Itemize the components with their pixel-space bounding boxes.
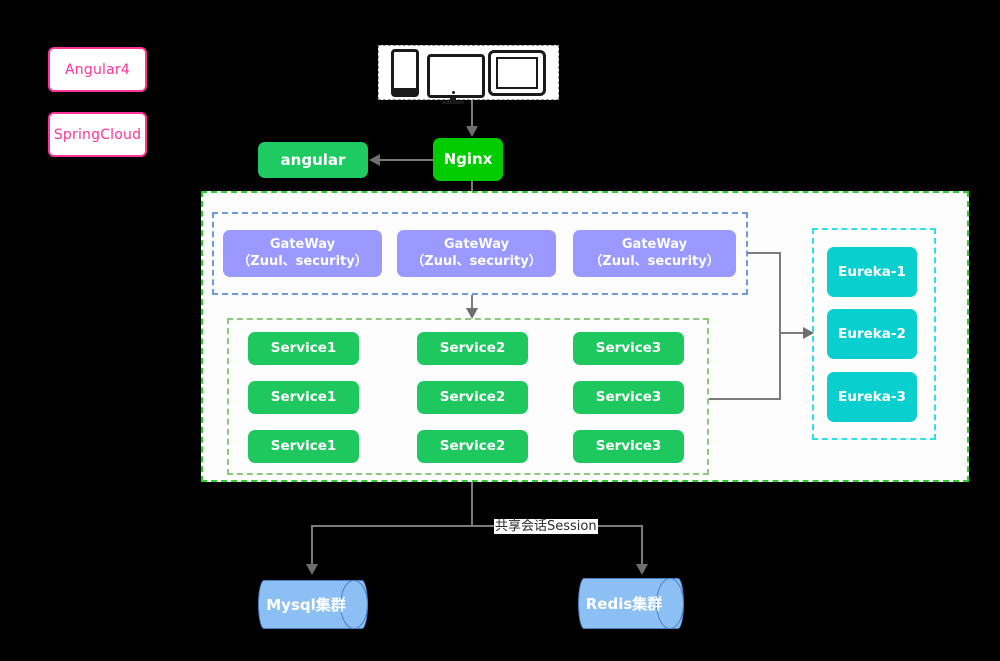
arrow-bus-to-redis xyxy=(636,564,648,575)
edge-bus-to-redis xyxy=(641,525,643,569)
service-label: Service2 xyxy=(439,389,506,406)
node-eureka-1[interactable]: Eureka-1 xyxy=(827,247,917,297)
node-service-r3c2[interactable]: Service2 xyxy=(417,430,528,463)
service-label: Service2 xyxy=(439,340,506,357)
node-nginx-label: Nginx xyxy=(443,150,493,169)
edge-devices-to-nginx xyxy=(471,100,473,128)
gateway-group-container xyxy=(212,212,748,295)
edge-gateway-to-bus xyxy=(748,252,781,254)
edge-services-down xyxy=(471,482,473,526)
node-service-r3c3[interactable]: Service3 xyxy=(573,430,684,463)
service-label: Service1 xyxy=(270,389,337,406)
node-service-r1c2[interactable]: Service2 xyxy=(417,332,528,365)
edge-bottom-bus xyxy=(311,525,642,527)
edge-nginx-to-angular xyxy=(380,159,433,161)
edge-bus-to-mysql xyxy=(311,525,313,569)
node-service-r2c1[interactable]: Service1 xyxy=(248,381,359,414)
node-nginx[interactable]: Nginx xyxy=(433,138,503,181)
gateway-1-subtitle: （Zuul、security） xyxy=(237,253,368,269)
node-service-r2c2[interactable]: Service2 xyxy=(417,381,528,414)
node-angular[interactable]: angular xyxy=(258,142,368,178)
edge-bus-to-eureka xyxy=(779,332,805,334)
node-service-r1c1[interactable]: Service1 xyxy=(248,332,359,365)
gateway-1-title: GateWay xyxy=(269,237,336,253)
eureka-1-label: Eureka-1 xyxy=(838,263,906,280)
eureka-2-label: Eureka-2 xyxy=(838,325,906,342)
arrow-nginx-to-angular xyxy=(369,154,380,166)
arrow-bus-to-mysql xyxy=(306,564,318,575)
edge-bus-vertical xyxy=(779,252,781,399)
gateway-2-subtitle: （Zuul、security） xyxy=(411,253,542,269)
service-label: Service2 xyxy=(439,438,506,455)
service-label: Service1 xyxy=(270,340,337,357)
tablet-icon xyxy=(487,49,546,96)
node-eureka-3[interactable]: Eureka-3 xyxy=(827,372,917,422)
node-service-r1c3[interactable]: Service3 xyxy=(573,332,684,365)
redis-label: Redis集群 xyxy=(585,595,663,613)
node-redis-cluster[interactable]: Redis集群 xyxy=(578,578,684,629)
legend-box-angular4: Angular4 xyxy=(48,47,147,92)
legend-box-springcloud: SpringCloud xyxy=(48,112,147,157)
legend-label-springcloud: SpringCloud xyxy=(53,126,142,143)
eureka-3-label: Eureka-3 xyxy=(838,388,906,405)
desktop-monitor-icon xyxy=(427,53,486,104)
node-service-r2c3[interactable]: Service3 xyxy=(573,381,684,414)
gateway-3-title: GateWay xyxy=(621,237,688,253)
service-label: Service3 xyxy=(595,340,662,357)
edge-services-to-bus xyxy=(709,398,781,400)
phone-icon xyxy=(391,48,420,97)
arrow-gateway-to-services xyxy=(466,308,478,319)
service-label: Service1 xyxy=(270,438,337,455)
client-devices-group xyxy=(378,45,559,104)
arrow-devices-to-nginx xyxy=(466,126,478,137)
node-angular-label: angular xyxy=(280,150,346,169)
node-service-r3c1[interactable]: Service1 xyxy=(248,430,359,463)
node-gateway-3[interactable]: GateWay （Zuul、security） xyxy=(573,230,736,277)
node-mysql-cluster[interactable]: Mysql集群 xyxy=(258,580,368,629)
edge-gateway-to-services xyxy=(471,295,473,313)
service-label: Service3 xyxy=(595,438,662,455)
arrow-bus-to-eureka xyxy=(803,327,814,339)
node-gateway-2[interactable]: GateWay （Zuul、security） xyxy=(397,230,556,277)
node-gateway-1[interactable]: GateWay （Zuul、security） xyxy=(223,230,382,277)
node-eureka-2[interactable]: Eureka-2 xyxy=(827,309,917,359)
service-label: Service3 xyxy=(595,389,662,406)
services-group-container xyxy=(227,318,709,475)
gateway-3-subtitle: （Zuul、security） xyxy=(589,253,720,269)
shared-session-text: 共享会话Session xyxy=(495,519,597,534)
legend-label-angular4: Angular4 xyxy=(65,61,130,78)
mysql-label: Mysql集群 xyxy=(266,596,346,614)
gateway-2-title: GateWay xyxy=(443,237,510,253)
edge-label-shared-session: 共享会话Session xyxy=(494,519,598,534)
